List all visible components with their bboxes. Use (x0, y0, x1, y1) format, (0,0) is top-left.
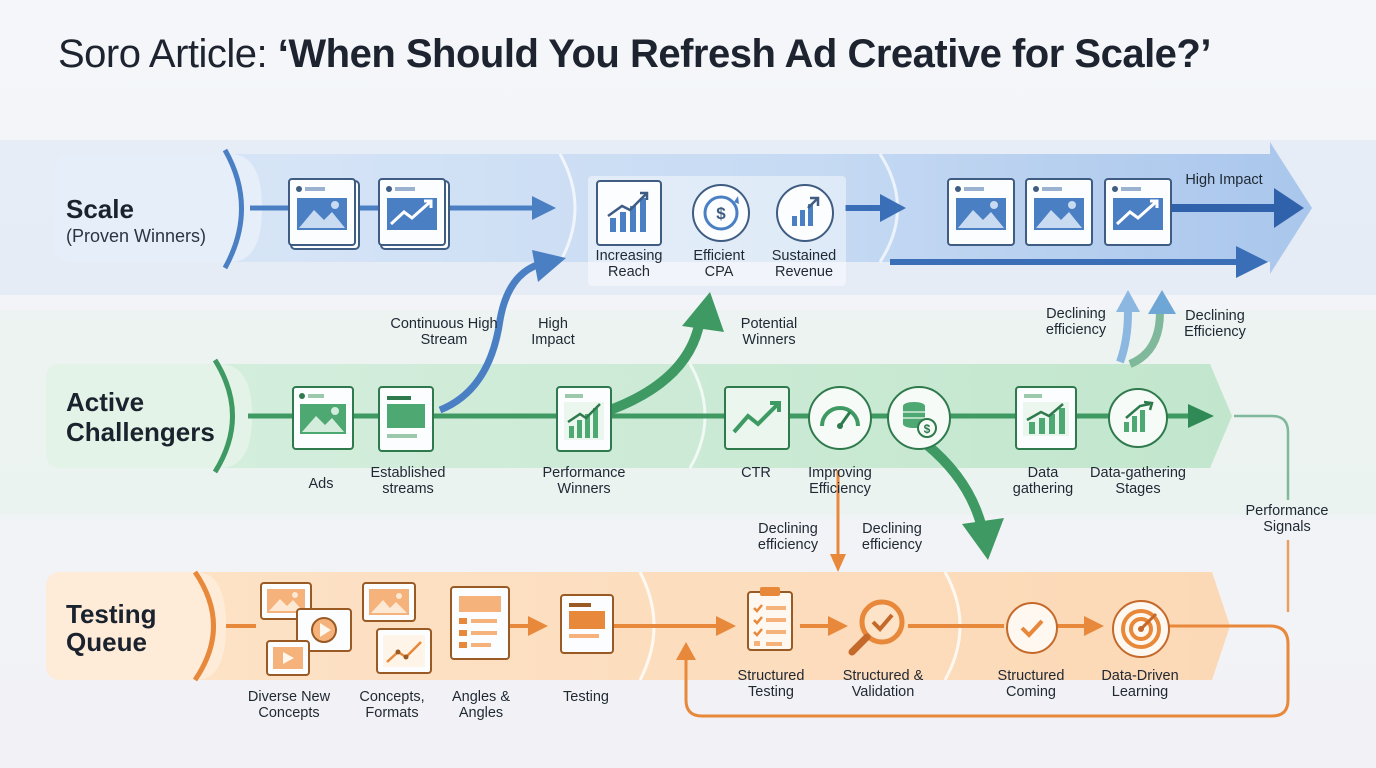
video-icon (296, 608, 352, 652)
layout-icon (450, 586, 510, 660)
challenger-item-ads: Ads (308, 476, 334, 492)
high-impact-scale-label: High Impact (1185, 172, 1263, 188)
layout-icon (560, 594, 614, 654)
magnifier-check-icon (846, 594, 908, 660)
image-icon (1025, 178, 1093, 246)
testing-item-concepts-formats: Concepts, Formats (359, 689, 425, 721)
target-icon (1112, 600, 1170, 658)
bar-growth-icon (1108, 388, 1168, 448)
bar-chart-icon (1015, 386, 1077, 450)
revenue-chart-icon (596, 180, 662, 246)
testing-item-data-driven: Data-Driven Learning (1101, 668, 1179, 700)
page-title: Soro Article: ‘When Should You Refresh A… (58, 32, 1211, 77)
challengers-lane-title-line1: Active (66, 387, 145, 417)
testing-item-testing: Testing (563, 689, 609, 705)
high-impact-flow-label: High Impact (531, 316, 575, 348)
challengers-lane-title-line2: Challengers (66, 417, 215, 447)
title-prefix: Soro Article: (58, 32, 278, 76)
coin-stack-icon: $ (887, 386, 951, 450)
svg-text:$: $ (924, 422, 931, 436)
metric-sustained-revenue: Sustained Revenue (771, 248, 837, 280)
scale-lane-title: Scale (66, 194, 134, 224)
challenger-item-improving: Improving Efficiency (808, 465, 872, 497)
continuous-high-stream-label: Continuous High Stream (390, 316, 498, 348)
testing-item-diverse: Diverse New Concepts (247, 689, 331, 721)
gauge-icon (808, 386, 872, 450)
testing-item-angles: Angles & Angles (451, 689, 511, 721)
performance-signals-label: Performance Signals (1245, 503, 1329, 535)
declining-efficiency-up-1: Declining efficiency (1045, 306, 1107, 338)
image-icon (288, 178, 356, 246)
challenger-item-established: Established streams (370, 465, 446, 497)
image-icon (260, 582, 312, 620)
declining-efficiency-down-1: Declining efficiency (757, 521, 819, 553)
declining-efficiency-down-2: Declining efficiency (861, 521, 923, 553)
image-icon (947, 178, 1015, 246)
check-icon (1006, 602, 1058, 654)
trend-chart-icon (376, 628, 432, 674)
trend-chart-icon (1104, 178, 1172, 246)
image-icon (362, 582, 416, 622)
bar-growth-icon (776, 184, 834, 242)
title-main: ‘When Should You Refresh Ad Creative for… (277, 32, 1212, 76)
video-icon (266, 640, 310, 676)
testing-item-structured-coming: Structured Coming (997, 668, 1065, 700)
bar-chart-icon (556, 386, 612, 452)
svg-text:$: $ (716, 204, 726, 223)
flow-arrows (438, 250, 1290, 612)
checklist-icon (744, 584, 796, 654)
challenger-item-data-gathering: Data gathering (1012, 465, 1074, 497)
testing-item-structured-testing: Structured Testing (737, 668, 805, 700)
dollar-cycle-icon: $ (692, 184, 750, 242)
metric-efficient-cpa: Efficient CPA (693, 248, 745, 280)
challenger-item-data-gathering-stages: Data-gathering Stages (1090, 465, 1186, 497)
testing-lane (46, 570, 1290, 718)
scale-lane-subtitle: (Proven Winners) (66, 226, 207, 246)
trend-chart-icon (378, 178, 446, 246)
declining-efficiency-up-2: Declining Efficiency (1184, 308, 1246, 340)
metric-increasing-reach: Increasing Reach (595, 248, 663, 280)
potential-winners-label: Potential Winners (740, 316, 798, 348)
layout-icon (378, 386, 434, 452)
testing-item-structured-validation: Structured & Validation (842, 668, 924, 700)
image-icon (292, 386, 354, 450)
testing-lane-title-line2: Queue (66, 627, 147, 657)
trend-line-icon (724, 386, 790, 450)
challenger-item-ctr: CTR (741, 465, 771, 481)
challenger-item-performance-winners: Performance Winners (542, 465, 626, 497)
testing-lane-title-line1: Testing (66, 599, 157, 629)
